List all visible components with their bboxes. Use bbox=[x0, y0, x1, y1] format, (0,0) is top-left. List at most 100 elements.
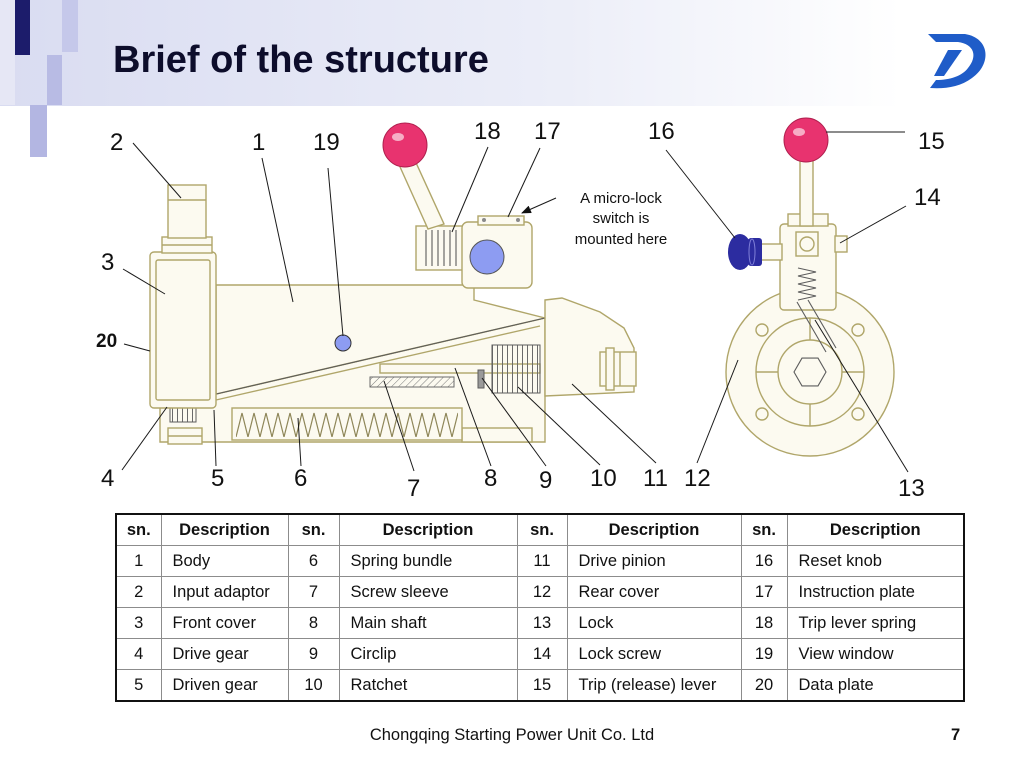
page-title: Brief of the structure bbox=[113, 39, 489, 81]
description-cell: Drive pinion bbox=[566, 545, 742, 577]
plate-screw bbox=[482, 218, 486, 222]
leader-line-13 bbox=[814, 319, 909, 473]
trip-mechanism bbox=[382, 122, 465, 271]
bolt-hole bbox=[755, 407, 769, 421]
leader-line-7 bbox=[383, 380, 415, 472]
callout-1: 1 bbox=[252, 129, 265, 156]
sn-cell: 14 bbox=[516, 638, 568, 670]
header-band bbox=[0, 0, 1024, 106]
table-row: 4 Drive gear 9 Circlip 14 Lock screw 19 … bbox=[115, 638, 965, 670]
lock-assembly bbox=[779, 117, 848, 353]
description-cell: Input adaptor bbox=[160, 576, 289, 608]
annotation-line: switch is bbox=[593, 210, 650, 227]
sn-cell: 17 bbox=[740, 576, 788, 608]
description-cell: Body bbox=[160, 545, 289, 577]
circlip bbox=[477, 369, 485, 389]
description-cell: Circlip bbox=[338, 638, 518, 670]
page-number: 7 bbox=[951, 726, 961, 744]
table-row: 2 Input adaptor 7 Screw sleeve 12 Rear c… bbox=[115, 576, 965, 608]
col-header-sn: sn. bbox=[115, 513, 162, 546]
lever-collar bbox=[795, 231, 819, 257]
callout-8: 8 bbox=[484, 465, 497, 492]
col-header-description: Description bbox=[566, 513, 742, 546]
table-header: sn. Description sn. Description sn. Desc… bbox=[115, 513, 965, 546]
description-cell: Spring bundle bbox=[338, 545, 518, 577]
sn-cell: 3 bbox=[115, 607, 162, 639]
sn-cell: 5 bbox=[115, 669, 162, 702]
callout-2: 2 bbox=[110, 129, 123, 156]
leader-line-14 bbox=[839, 205, 907, 244]
sn-cell: 15 bbox=[516, 669, 568, 702]
structure-diagram: 2 1 19 18 17 16 15 14 3 20 4 5 6 7 8 9 1… bbox=[96, 117, 945, 502]
leader-line-1 bbox=[261, 157, 294, 303]
callout-18: 18 bbox=[474, 118, 501, 145]
trip-lever-knob bbox=[382, 122, 428, 168]
parts-table: sn. Description sn. Description sn. Desc… bbox=[115, 513, 965, 702]
leader-line-16 bbox=[665, 149, 736, 239]
col-header-description: Description bbox=[338, 513, 518, 546]
annotation-line: mounted here bbox=[575, 231, 668, 248]
bolt-hole bbox=[851, 407, 865, 421]
description-cell: Reset knob bbox=[786, 545, 965, 577]
callout-5: 5 bbox=[211, 465, 224, 492]
leader-line-11 bbox=[571, 383, 657, 464]
callout-19: 19 bbox=[313, 129, 340, 156]
view-window bbox=[334, 334, 352, 352]
head-block bbox=[461, 215, 533, 289]
description-cell: Ratchet bbox=[338, 669, 518, 702]
bolt-hole bbox=[851, 323, 865, 337]
sn-cell: 12 bbox=[516, 576, 568, 608]
screw-sleeve bbox=[369, 376, 455, 388]
front-cover-shell bbox=[149, 251, 217, 409]
release-lever-knob bbox=[783, 117, 829, 163]
sn-cell: 16 bbox=[740, 545, 788, 577]
head-window bbox=[469, 239, 505, 275]
sn-cell: 18 bbox=[740, 607, 788, 639]
knob-highlight bbox=[392, 133, 404, 141]
rear-end-view bbox=[725, 287, 895, 457]
table-body: 1 Body 6 Spring bundle 11 Drive pinion 1… bbox=[115, 545, 965, 702]
decoration-square bbox=[15, 0, 30, 55]
sn-cell: 20 bbox=[740, 669, 788, 702]
sn-cell: 7 bbox=[287, 576, 340, 608]
callout-14: 14 bbox=[914, 184, 941, 211]
drive-pinion-ring bbox=[605, 347, 615, 391]
description-cell: Main shaft bbox=[338, 607, 518, 639]
leader-line-18 bbox=[451, 146, 489, 233]
trip-lever-spring-housing bbox=[415, 225, 465, 271]
leader-line-8 bbox=[454, 367, 492, 467]
description-cell: View window bbox=[786, 638, 965, 670]
sn-cell: 13 bbox=[516, 607, 568, 639]
header-row: sn. Description sn. Description sn. Desc… bbox=[115, 513, 965, 546]
lock-spring bbox=[797, 267, 817, 301]
leader-lines bbox=[121, 131, 909, 473]
lever-stem bbox=[799, 159, 814, 227]
lock-screw bbox=[834, 235, 848, 253]
body bbox=[159, 284, 546, 408]
sn-cell: 11 bbox=[516, 545, 568, 577]
reset-knob-cap bbox=[728, 234, 752, 270]
bolt-hole bbox=[755, 323, 769, 337]
sn-cell: 10 bbox=[287, 669, 340, 702]
leader-line-5 bbox=[213, 409, 217, 467]
callout-13: 13 bbox=[898, 475, 925, 502]
pinion-housing bbox=[544, 297, 637, 397]
callout-20: 20 bbox=[96, 331, 117, 352]
callout-6: 6 bbox=[294, 465, 307, 492]
decoration-square bbox=[30, 105, 47, 157]
description-cell: Front cover bbox=[160, 607, 289, 639]
body-diagonal-edge bbox=[159, 317, 546, 408]
col-header-sn: sn. bbox=[740, 513, 788, 546]
table-row: 5 Driven gear 10 Ratchet 15 Trip (releas… bbox=[115, 669, 965, 702]
col-header-sn: sn. bbox=[287, 513, 340, 546]
lock-bolt-edge bbox=[796, 301, 827, 353]
sn-cell: 6 bbox=[287, 545, 340, 577]
internal-parts bbox=[167, 344, 541, 445]
description-cell: Trip (release) lever bbox=[566, 669, 742, 702]
input-adaptor-shaft bbox=[167, 184, 207, 239]
sn-cell: 4 bbox=[115, 638, 162, 670]
leader-line-2 bbox=[132, 142, 182, 199]
decoration-square bbox=[62, 0, 78, 52]
sn-cell: 1 bbox=[115, 545, 162, 577]
sn-cell: 2 bbox=[115, 576, 162, 608]
